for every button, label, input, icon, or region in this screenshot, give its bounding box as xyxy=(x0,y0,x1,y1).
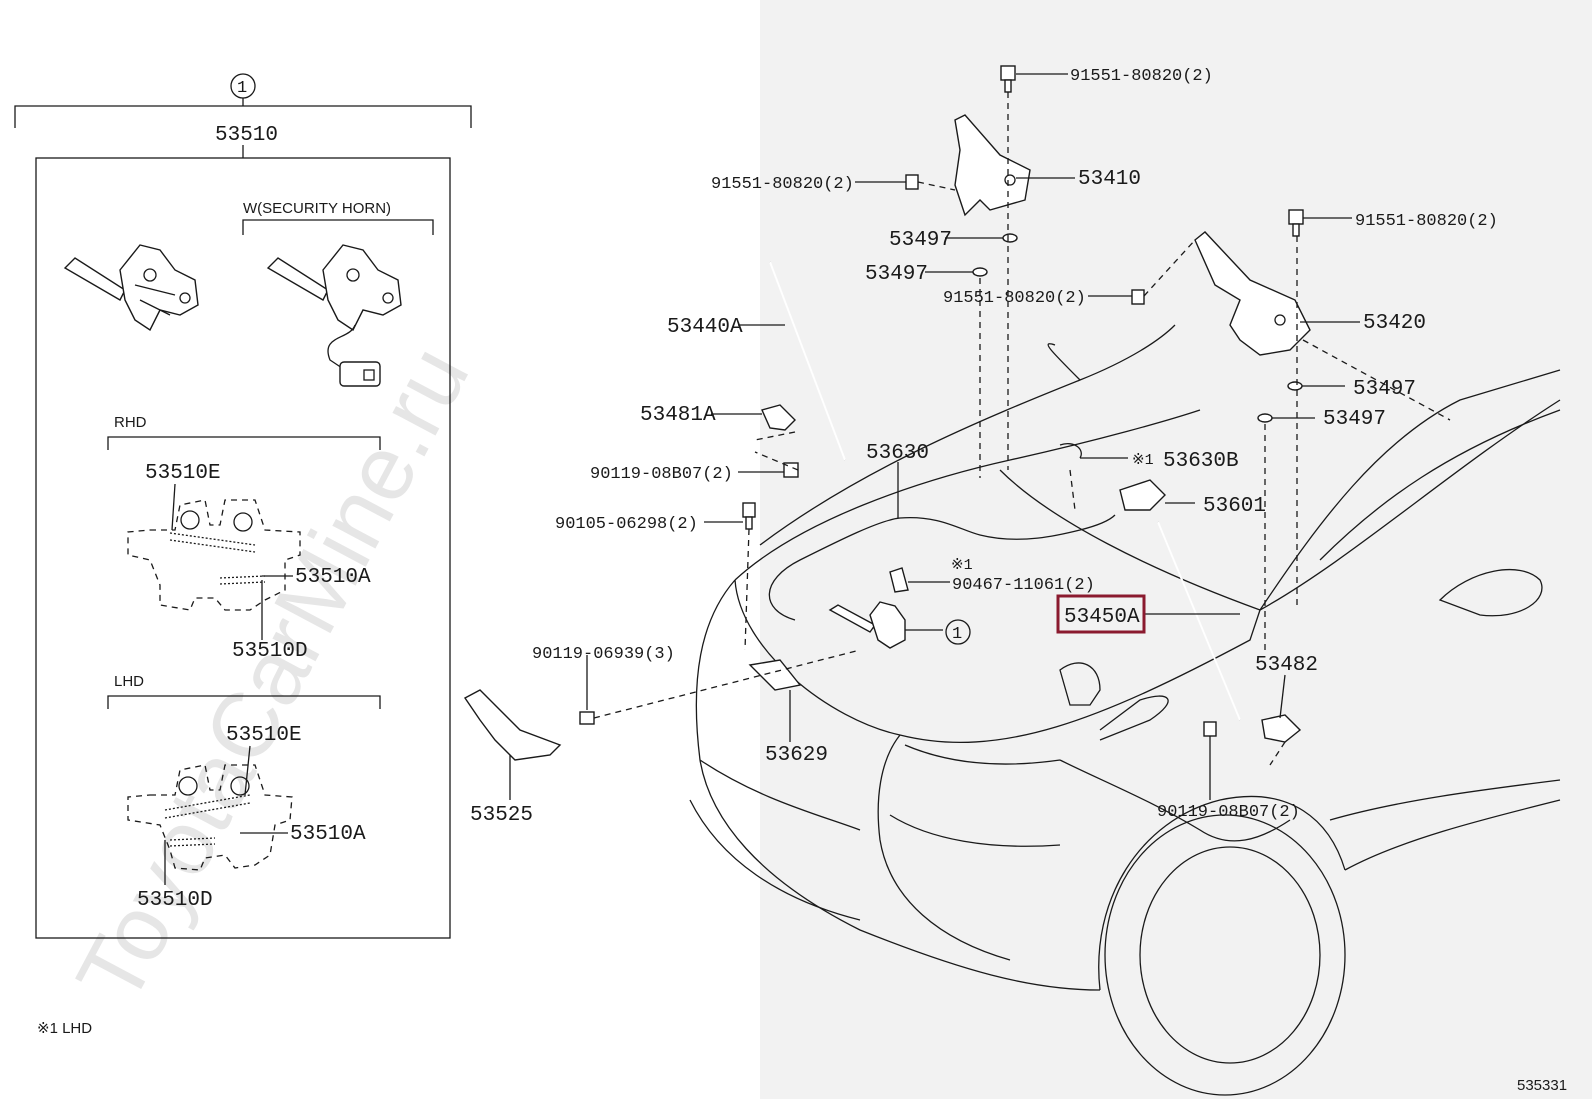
lhd-label: LHD xyxy=(114,673,144,690)
washer-icon xyxy=(1002,233,1018,243)
part-53481A[interactable]: 53481A xyxy=(640,404,716,427)
part-53510E-lhd[interactable]: 53510E xyxy=(226,724,302,747)
part-53482[interactable]: 53482 xyxy=(1255,654,1318,677)
part-53420[interactable]: 53420 xyxy=(1363,312,1426,335)
part-53497-b[interactable]: 53497 xyxy=(865,263,928,286)
part-53510E-rhd[interactable]: 53510E xyxy=(145,462,221,485)
hood-hinge-right-icon xyxy=(1194,231,1311,356)
ref-circle-vehicle xyxy=(945,619,971,645)
part-53497-a[interactable]: 53497 xyxy=(889,229,952,252)
part-53410[interactable]: 53410 xyxy=(1078,168,1141,191)
security-horn-label: W(SECURITY HORN) xyxy=(243,200,391,217)
cable-clamp-icon xyxy=(1119,479,1166,511)
diagram-id: 535331 xyxy=(1517,1077,1567,1094)
part-91551-80820-top[interactable]: 91551-80820(2) xyxy=(1070,67,1213,86)
leader-lines xyxy=(509,73,1360,800)
lhd-footnote: ※1 LHD xyxy=(37,1020,92,1037)
part-91551-80820-mid[interactable]: 91551-80820(2) xyxy=(943,289,1086,308)
part-53440A[interactable]: 53440A xyxy=(667,316,743,339)
part-90119-08B07-right[interactable]: 90119-08B07(2) xyxy=(1157,803,1300,822)
latch-cover-icon xyxy=(463,689,562,761)
lock-assembly-group: 1 53510 W(SECURITY HORN) RHD 53510E xyxy=(14,73,472,939)
part-53630B[interactable]: 53630B xyxy=(1163,450,1239,473)
bracket-53481A-icon xyxy=(761,404,796,431)
part-90105-06298[interactable]: 90105-06298(2) xyxy=(555,515,698,534)
assembly-bracket xyxy=(14,105,472,128)
clip-icon xyxy=(889,567,909,593)
part-53450A[interactable]: 53450A xyxy=(1064,606,1140,629)
part-53497-c[interactable]: 53497 xyxy=(1353,378,1416,401)
ref-circle-number: 1 xyxy=(237,79,247,98)
part-53629[interactable]: 53629 xyxy=(765,744,828,767)
guide-lines xyxy=(593,92,1451,766)
bolt-icon xyxy=(579,65,1304,737)
side-mirror xyxy=(1438,568,1543,617)
note-mark-53630B: ※1 xyxy=(1132,452,1154,469)
selected-part-highlight xyxy=(1056,594,1146,634)
part-53601[interactable]: 53601 xyxy=(1203,495,1266,518)
part-90119-06939[interactable]: 90119-06939(3) xyxy=(532,645,675,664)
latch-plate-rhd-icon xyxy=(127,499,301,611)
latch-plate-lhd-icon xyxy=(127,764,293,871)
front-wheel xyxy=(1104,814,1346,1096)
hood-latch-icon xyxy=(63,244,199,332)
part-91551-80820-left[interactable]: 91551-80820(2) xyxy=(711,175,854,194)
part-53510A-lhd[interactable]: 53510A xyxy=(290,823,366,846)
part-91551-80820-right[interactable]: 91551-80820(2) xyxy=(1355,212,1498,231)
ref-circle-vehicle-number: 1 xyxy=(952,625,962,644)
right-panel-bg xyxy=(760,0,1592,1099)
note-mark-90467: ※1 xyxy=(951,557,973,574)
part-53510D-lhd[interactable]: 53510D xyxy=(137,889,213,912)
assembly-box xyxy=(35,157,451,939)
part-53510A-rhd[interactable]: 53510A xyxy=(295,566,371,589)
rhd-label: RHD xyxy=(114,414,147,431)
part-90467-11061[interactable]: 90467-11061(2) xyxy=(952,576,1095,595)
hood-hinge-left-icon xyxy=(954,114,1031,217)
bracket-53482-icon xyxy=(1261,714,1302,743)
part-53525[interactable]: 53525 xyxy=(470,804,533,827)
hood-latch-security-icon xyxy=(266,244,402,387)
part-53630[interactable]: 53630 xyxy=(866,442,929,465)
cable-clip-icon xyxy=(1059,443,1082,459)
release-cable xyxy=(768,514,1116,621)
part-53510D-rhd[interactable]: 53510D xyxy=(232,640,308,663)
protector-icon xyxy=(748,659,802,691)
part-53510[interactable]: 53510 xyxy=(215,124,278,147)
part-53497-d[interactable]: 53497 xyxy=(1323,408,1386,431)
hood-lock-icon xyxy=(828,601,906,649)
part-90119-08B07-left[interactable]: 90119-08B07(2) xyxy=(590,465,733,484)
vehicle-outline xyxy=(689,324,1561,1096)
